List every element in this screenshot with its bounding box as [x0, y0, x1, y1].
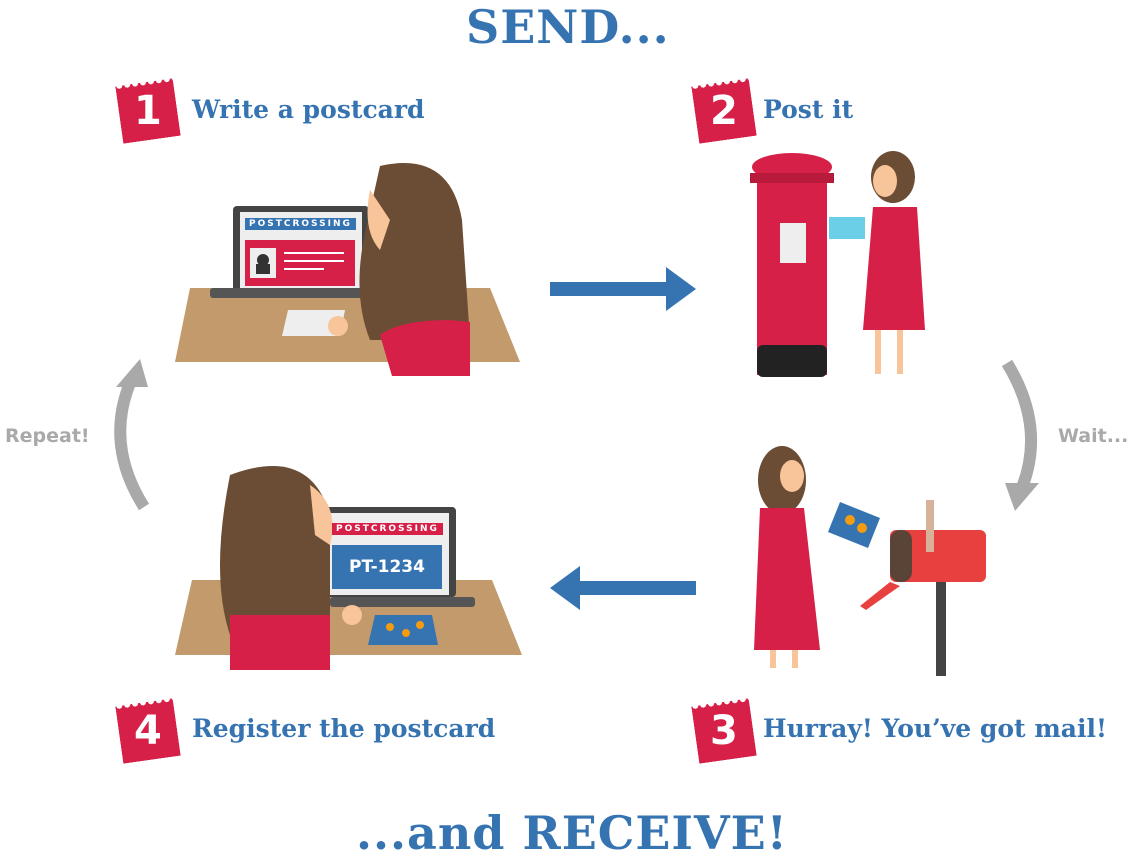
footer-title: ...and RECEIVE!	[356, 806, 788, 860]
header-title: SEND...	[466, 0, 670, 54]
scene-post-it	[750, 151, 925, 377]
postcard-icon	[368, 615, 438, 645]
step-4-number: 4	[134, 708, 162, 754]
scene-write-postcard	[175, 163, 520, 376]
step-1-number: 1	[134, 88, 162, 134]
step-2-label: Post it	[763, 95, 854, 124]
step-2-badge: 2	[691, 78, 757, 144]
step-4-badge: 4	[115, 698, 181, 764]
postcard-icon	[828, 502, 880, 548]
step-4-label: Register the postcard	[192, 714, 496, 743]
scene-got-mail	[754, 446, 986, 676]
repeat-arrow-icon	[114, 359, 150, 511]
step-3-badge: 3	[691, 698, 757, 764]
postbox-icon	[757, 175, 827, 375]
arrow-left-icon	[550, 566, 696, 610]
screen-logo: POSTCROSSING	[245, 218, 356, 230]
postcard-id: PT-1234	[332, 545, 442, 589]
wait-arrow-icon	[1001, 359, 1039, 511]
step-2-number: 2	[710, 88, 738, 134]
step-1-label: Write a postcard	[192, 95, 425, 124]
repeat-label: Repeat!	[5, 425, 90, 447]
step-3-number: 3	[710, 708, 738, 754]
woman-hair	[220, 466, 330, 635]
step-1-badge: 1	[115, 78, 181, 144]
wait-label: Wait...	[1058, 425, 1129, 447]
screen-logo-2: POSTCROSSING	[332, 523, 443, 535]
arrow-right-icon	[550, 267, 696, 311]
woman-hair	[359, 163, 470, 340]
postcard-icon	[829, 217, 865, 239]
mailbox-icon	[890, 530, 986, 582]
step-3-label: Hurray! You’ve got mail!	[763, 714, 1107, 743]
